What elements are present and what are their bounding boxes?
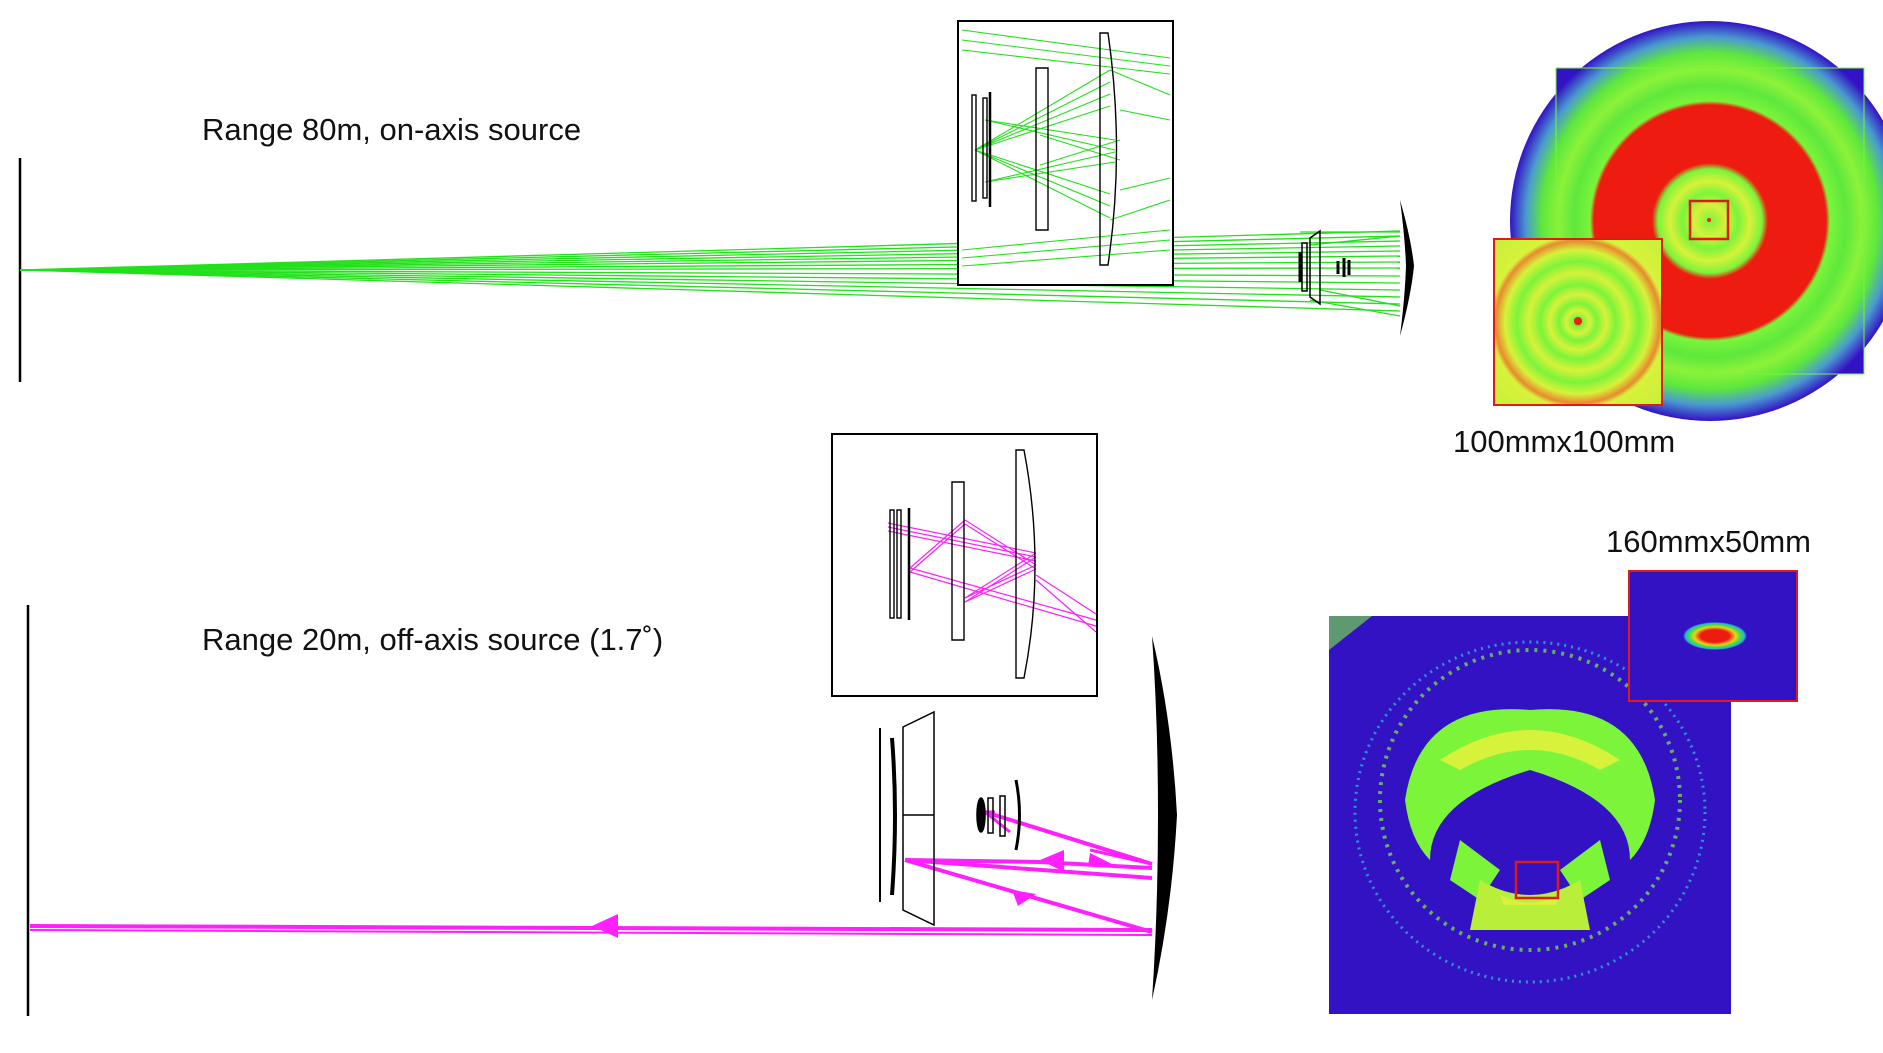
spot-size-label-top: 100mmx100mm (1453, 424, 1676, 459)
off-axis-ray-path (29, 810, 1153, 936)
relay-lens-group-top (1298, 229, 1351, 306)
top-layout-caption: Range 80m, on-axis source (202, 112, 582, 147)
irradiance-zoom-top (1493, 238, 1663, 406)
primary-mirror-top (1400, 200, 1414, 336)
on-axis-ray-bundle (19, 230, 1401, 317)
primary-mirror-bottom (1152, 636, 1177, 1000)
ray-direction-arrows (592, 850, 1112, 938)
zoom-region-marker-top (1688, 199, 1730, 241)
zoom-region-marker-bottom (1514, 860, 1560, 900)
irradiance-zoom-bottom (1628, 570, 1798, 702)
bottom-layout-caption: Range 20m, off-axis source (1.7˚) (202, 622, 664, 657)
spot-size-label-bottom: 160mmx50mm (1606, 524, 1811, 559)
bottom-layout (26, 433, 1798, 1016)
inset-lens-zoom-top (957, 20, 1174, 286)
inset-lens-zoom-bottom (831, 433, 1098, 697)
top-layout (18, 20, 1883, 421)
relay-lens-group-bottom (879, 710, 1021, 927)
